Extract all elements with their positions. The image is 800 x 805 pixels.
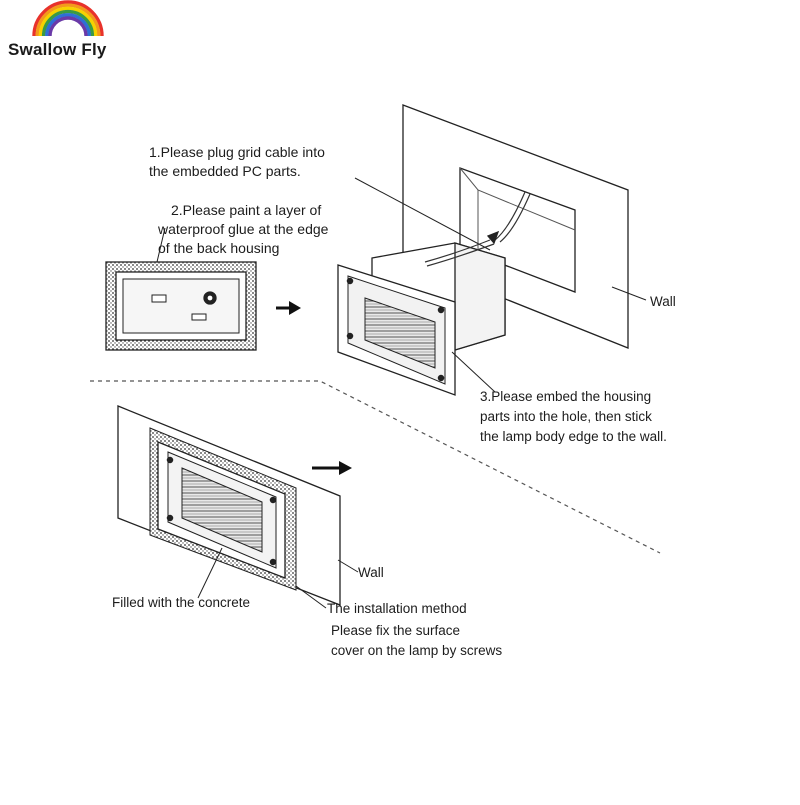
wall-label-top: Wall: [650, 294, 676, 309]
step1-pointer: [354, 177, 491, 251]
wall-top: [402, 104, 629, 349]
rainbow-arc: [38, 6, 98, 37]
concrete-pointer: [197, 547, 223, 599]
method-pointer: [295, 585, 327, 609]
wall-label-bottom: Wall: [358, 565, 384, 580]
step2-line3: of the back housing: [158, 240, 280, 256]
wall-bottom-pointer: [337, 559, 359, 573]
step2-line2: waterproof glue at the edge: [158, 221, 329, 237]
step1-line2: the embedded PC parts.: [149, 163, 301, 179]
arrow-right-icon-2: [312, 461, 352, 475]
step2-line1: 2.Please paint a layer of: [171, 202, 322, 218]
rainbow-arc: [35, 3, 101, 37]
method-line1: Please fix the surface: [331, 623, 461, 638]
step3-line2: parts into the hole, then stick: [480, 409, 652, 424]
wall-bottom: [117, 405, 341, 606]
wall-top-pointer: [611, 286, 647, 301]
method-line2: cover on the lamp by screws: [331, 643, 503, 658]
rainbow-arc: [32, 0, 104, 37]
step1-line1: 1.Please plug grid cable into: [149, 144, 325, 160]
step2-pointer: [156, 227, 166, 263]
method-title: The installation method: [327, 601, 467, 616]
back-housing: [105, 261, 257, 351]
logo-rainbow-icon: [32, 0, 104, 37]
step3-line3: the lamp body edge to the wall.: [480, 429, 667, 444]
rainbow-arc: [45, 13, 91, 37]
concrete-label: Filled with the concrete: [112, 595, 251, 610]
lamp-housing-3d: [337, 230, 506, 396]
rainbow-arc: [48, 16, 88, 37]
rainbow-arc: [41, 9, 95, 37]
arrow-right-icon: [276, 301, 301, 315]
brand-logo-text: Swallow Fly: [8, 40, 107, 59]
step3-line1: 3.Please embed the housing: [480, 389, 652, 404]
step3-pointer: [451, 351, 496, 393]
